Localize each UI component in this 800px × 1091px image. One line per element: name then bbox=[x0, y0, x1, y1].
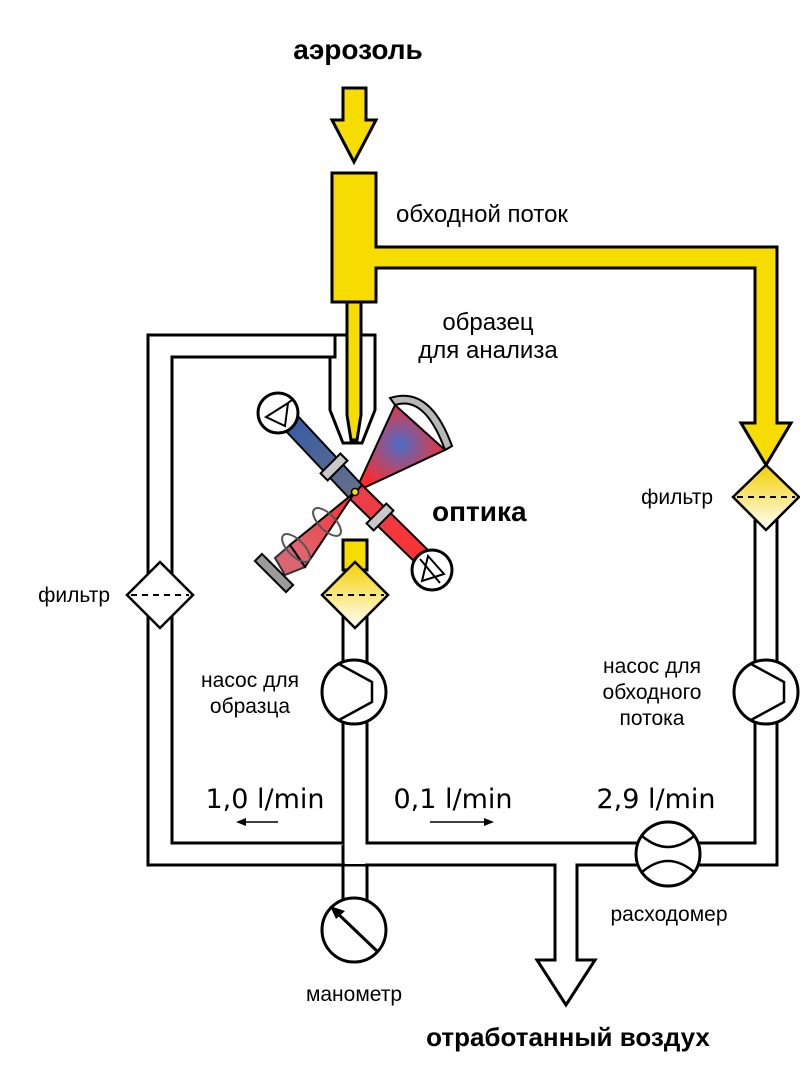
bypass-tube bbox=[330, 171, 794, 468]
window-plate bbox=[319, 452, 349, 482]
exhaust-label: отработанный воздух bbox=[426, 1022, 710, 1052]
bypass-flow-label: обходной поток bbox=[396, 201, 568, 228]
filter-sample-icon bbox=[320, 560, 390, 630]
bypass-pump-label-line2: обходного bbox=[603, 681, 702, 704]
sample-pump-label-line2: образца bbox=[210, 695, 290, 718]
filter-left-label: фильтр bbox=[38, 584, 110, 607]
pipe-system bbox=[146, 333, 779, 1008]
sample-pump-label-line1: насос для bbox=[201, 669, 299, 692]
laser-diode-icon bbox=[410, 548, 454, 592]
filter-left-icon bbox=[125, 560, 195, 630]
window-plate bbox=[365, 502, 395, 532]
optics-label: оптика bbox=[432, 496, 527, 527]
flat-mirror bbox=[253, 552, 295, 594]
flow-rate-left: 1,0 l/min bbox=[205, 784, 324, 815]
lens-icon bbox=[312, 507, 342, 537]
scatter-cone bbox=[352, 403, 447, 495]
optics-assembly bbox=[253, 391, 454, 594]
filter-right-icon bbox=[731, 463, 800, 532]
sample-downline bbox=[341, 503, 779, 1008]
bypass-pump-label-line1: насос для bbox=[603, 655, 701, 678]
particle-point bbox=[350, 487, 360, 497]
lens-icon bbox=[281, 533, 311, 563]
flowmeter-label: расходомер bbox=[610, 903, 727, 926]
flow-arrow-left bbox=[236, 818, 278, 826]
sample-label-line1: образец bbox=[442, 309, 534, 336]
sample-label-line2: для анализа bbox=[418, 337, 558, 364]
manometer-icon bbox=[320, 896, 388, 964]
aerosol-label: аэрозоль bbox=[293, 34, 423, 65]
aerosol-path bbox=[329, 86, 794, 572]
flow-rate-mid: 0,1 l/min bbox=[393, 784, 512, 815]
flowmeter-icon bbox=[634, 820, 702, 888]
bypass-pump-icon bbox=[732, 658, 800, 726]
sample-pump-icon bbox=[320, 658, 388, 726]
flow-rate-right: 2,9 l/min bbox=[596, 784, 715, 815]
sample-nozzle bbox=[345, 300, 363, 442]
manometer-label: манометр bbox=[306, 983, 402, 1006]
concave-mirror bbox=[388, 394, 454, 452]
filter-right-label: фильтр bbox=[641, 486, 713, 509]
bypass-pump-label-line3: потока bbox=[620, 707, 685, 730]
detector-icon bbox=[256, 391, 300, 435]
flow-arrow-right bbox=[430, 818, 494, 826]
aerosol-inlet-arrow bbox=[329, 86, 379, 166]
